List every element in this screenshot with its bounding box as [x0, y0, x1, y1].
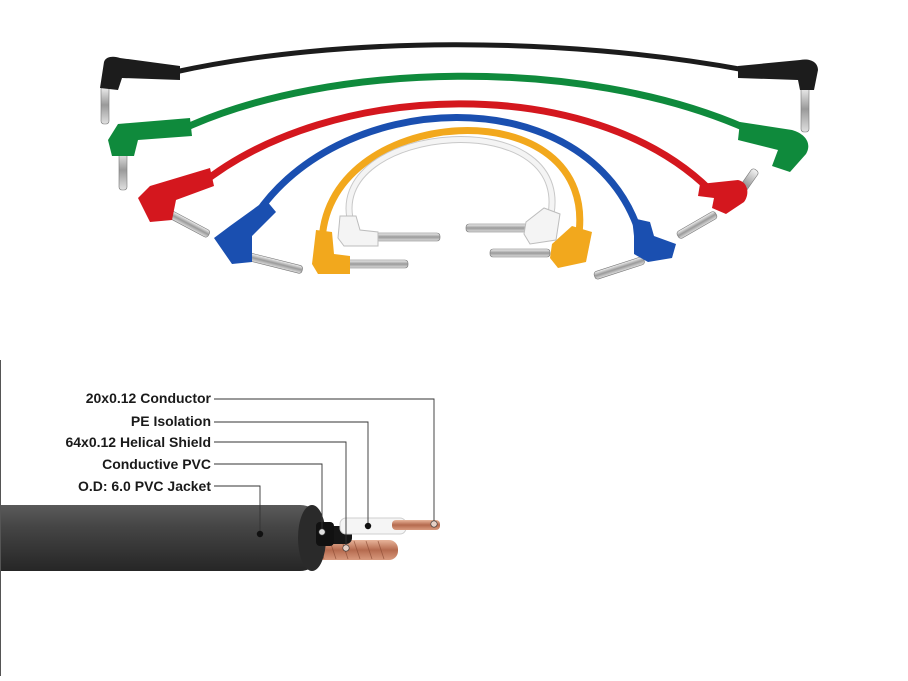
housing-green-right: [738, 122, 809, 172]
leader-conductor: [214, 398, 435, 524]
conductive-pvc-edge: [316, 522, 334, 546]
cable-red: [196, 100, 714, 194]
plug-orange-left: [345, 259, 409, 269]
housing-black-left: [100, 56, 180, 90]
cable-orange: [318, 127, 584, 252]
cable-cross-section: [0, 360, 440, 676]
housing-red-right: [698, 180, 748, 214]
housing-white-left: [337, 215, 379, 247]
dot-helical-shield: [342, 544, 350, 552]
leader-pvc-jacket: [214, 485, 261, 534]
plug-red-right: [676, 211, 718, 239]
plug-blue-left: [245, 252, 303, 274]
label-conductor: 20x0.12 Conductor: [85, 390, 211, 406]
pvc-jacket-end: [298, 505, 326, 571]
plug-blue-right: [593, 256, 645, 280]
housing-white-right: [523, 207, 561, 245]
housing-blue-right: [632, 218, 676, 262]
dot-pe-isolation: [364, 522, 372, 530]
housing-red-left: [138, 168, 214, 222]
plug-black-right: [800, 85, 810, 133]
callout-dots: [256, 520, 438, 552]
housing-orange-right: [550, 226, 592, 268]
leader-helical-shield: [214, 441, 347, 548]
plug-red-left: [168, 211, 210, 238]
pvc-jacket-body: [0, 505, 326, 571]
callout-lines: [214, 398, 435, 548]
label-conductive-pvc: Conductive PVC: [102, 456, 211, 472]
plug-black-left: [100, 85, 110, 125]
housing-set: [100, 56, 818, 274]
housing-black-right: [738, 59, 818, 90]
housing-green-left: [108, 118, 192, 156]
dot-conductive-pvc: [318, 528, 326, 536]
housing-orange-left: [312, 230, 350, 274]
housing-blue-left: [214, 200, 276, 264]
plug-orange-right: [489, 248, 551, 258]
label-helical-shield: 64x0.12 Helical Shield: [65, 434, 211, 450]
leader-conductive-pvc: [214, 463, 323, 532]
cable-set: [172, 42, 749, 252]
plug-white-left: [375, 232, 441, 242]
cable-blue: [246, 114, 644, 239]
cable-black: [172, 42, 748, 75]
cable-green: [181, 72, 749, 132]
center-conductor-strands: [392, 520, 440, 530]
label-pe-isolation: PE Isolation: [130, 413, 211, 429]
dot-conductor: [430, 520, 438, 528]
plug-white-right: [465, 223, 529, 233]
label-pvc-jacket: O.D: 6.0 PVC Jacket: [77, 478, 211, 494]
leader-pe-isolation: [214, 421, 369, 526]
dot-pvc-jacket: [256, 530, 264, 538]
